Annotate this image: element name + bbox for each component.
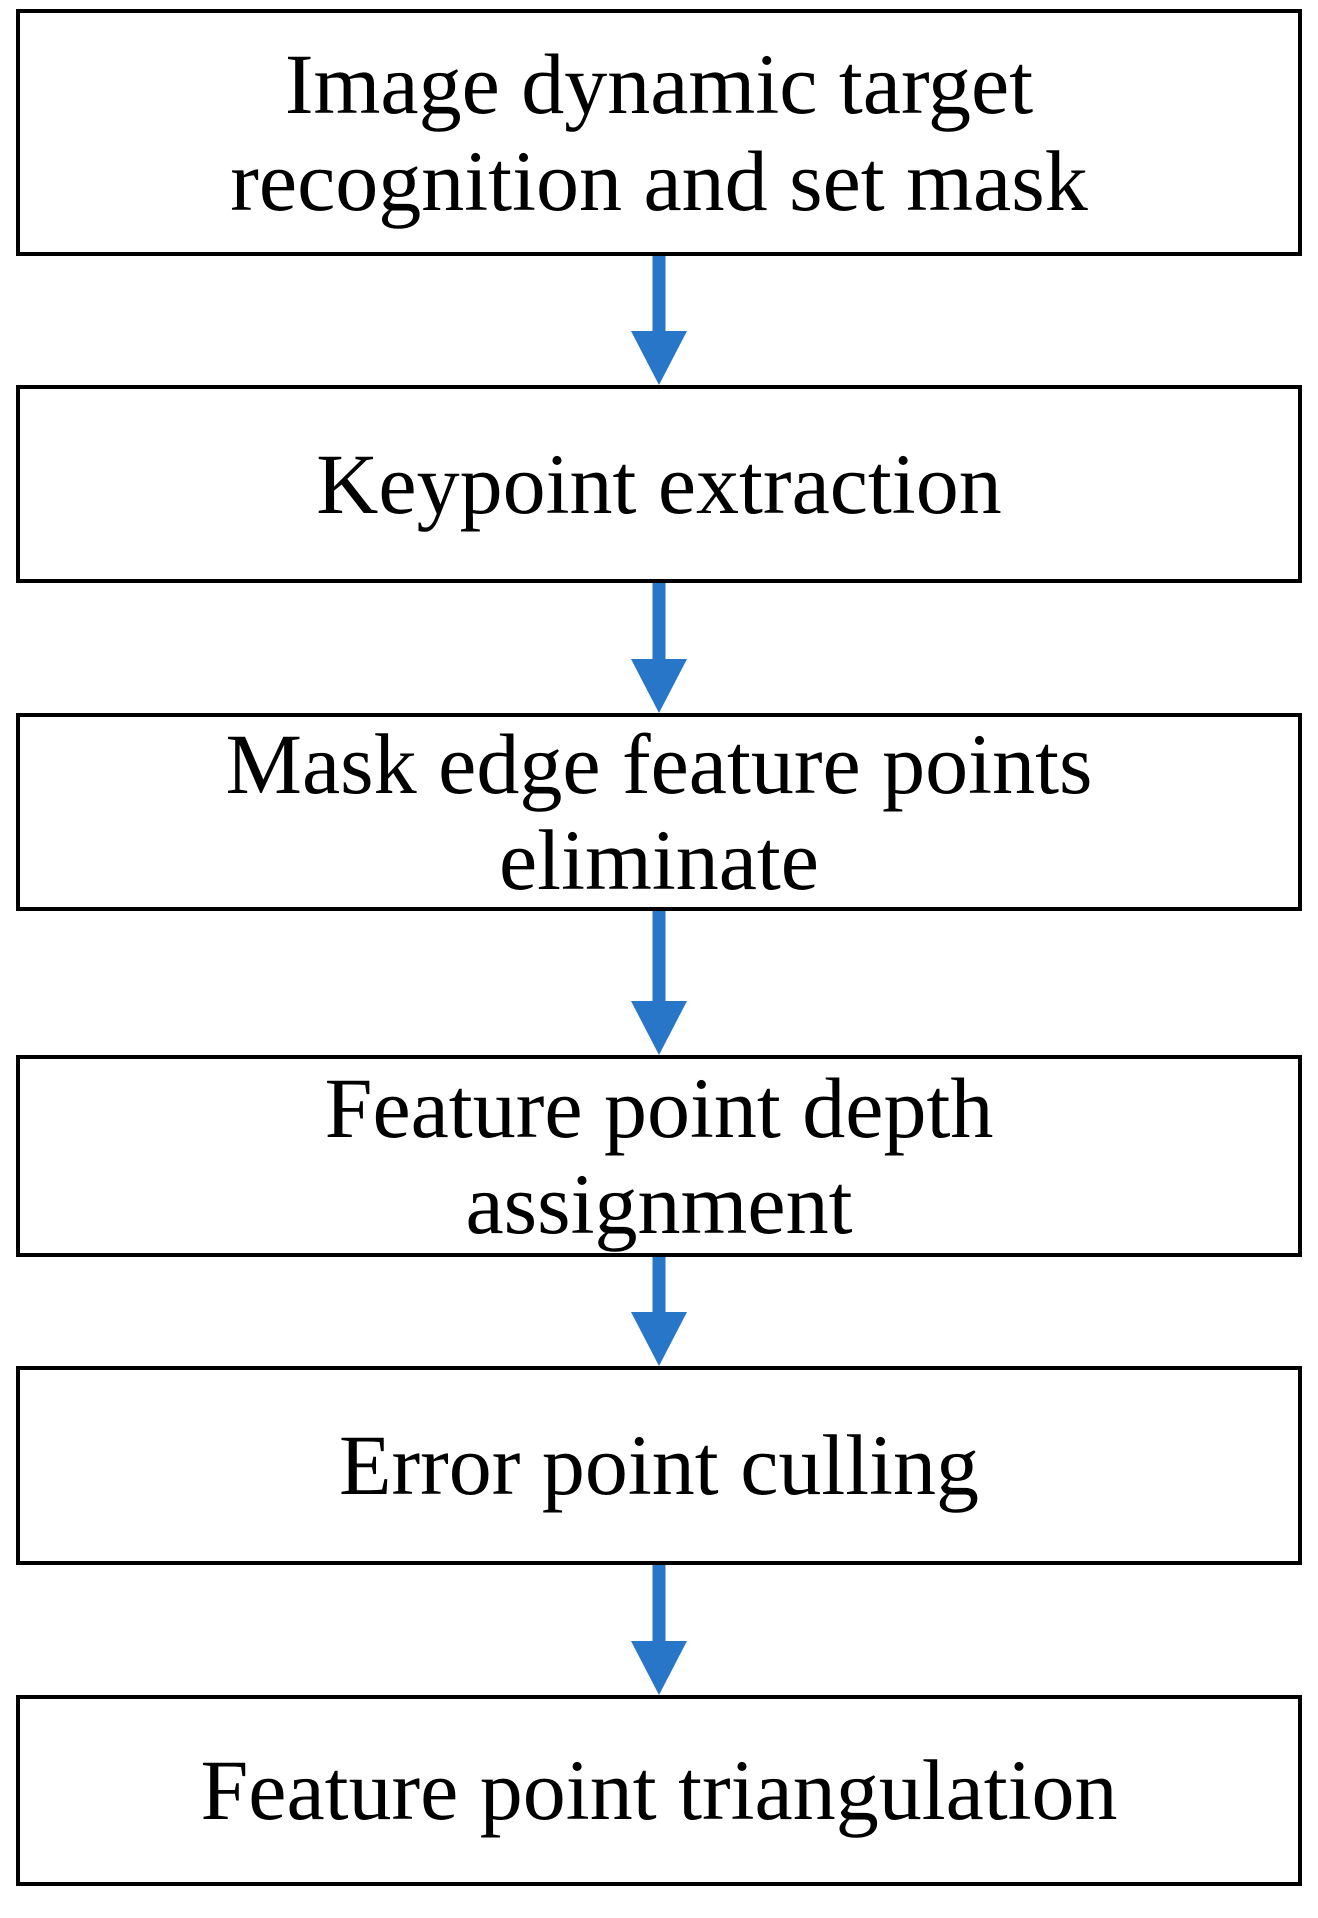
arrow-head <box>631 1641 687 1695</box>
arrow-shaft <box>652 1565 666 1643</box>
down-arrow-icon <box>631 1565 687 1695</box>
flow-step-label: Image dynamic target recognition and set… <box>230 36 1088 229</box>
flow-step-feature-point-triangulation: Feature point triangulation <box>16 1695 1302 1886</box>
down-arrow-icon <box>631 911 687 1055</box>
flow-step-label: Keypoint extraction <box>316 435 1002 532</box>
down-arrow-icon <box>631 583 687 713</box>
flow-step-feature-point-depth-assignment: Feature point depth assignment <box>16 1055 1302 1257</box>
arrow-head <box>631 1312 687 1366</box>
arrow-head <box>631 331 687 385</box>
arrow-shaft <box>652 911 666 1003</box>
flow-step-image-dynamic-target-recognition: Image dynamic target recognition and set… <box>16 9 1302 256</box>
flow-step-label: Error point culling <box>338 1417 980 1514</box>
flow-step-label: Feature point triangulation <box>200 1742 1118 1839</box>
flow-step-error-point-culling: Error point culling <box>16 1366 1302 1565</box>
arrow-head <box>631 1001 687 1055</box>
flow-step-mask-edge-feature-points-eliminate: Mask edge feature points eliminate <box>16 713 1302 911</box>
flow-step-label: Feature point depth assignment <box>324 1059 994 1252</box>
arrow-shaft <box>652 583 666 661</box>
arrow-head <box>631 659 687 713</box>
flow-step-label: Mask edge feature points eliminate <box>225 715 1093 908</box>
arrow-shaft <box>652 256 666 333</box>
down-arrow-icon <box>631 1257 687 1366</box>
arrow-shaft <box>652 1257 666 1314</box>
flow-step-keypoint-extraction: Keypoint extraction <box>16 385 1302 583</box>
down-arrow-icon <box>631 256 687 385</box>
